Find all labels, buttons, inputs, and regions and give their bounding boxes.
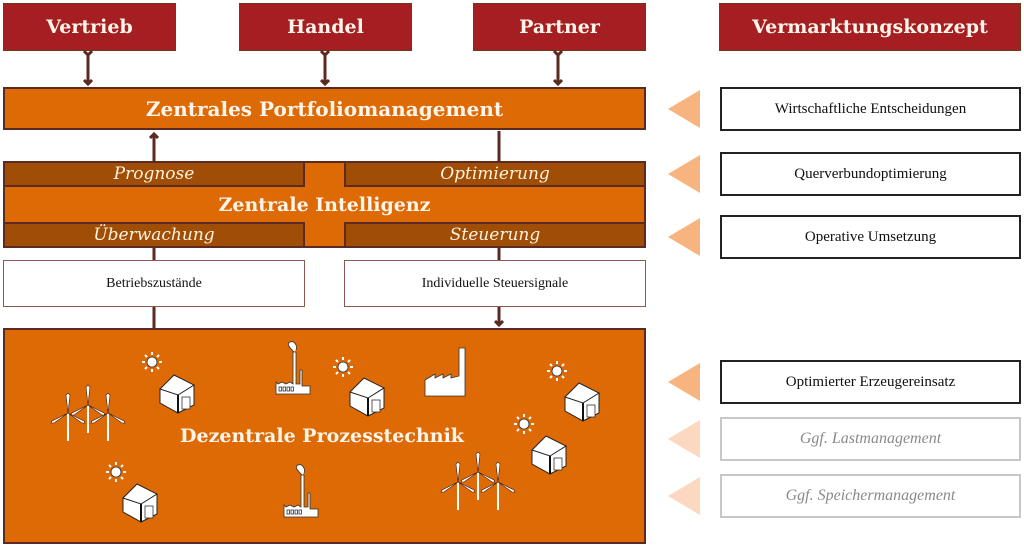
concept-item: Optimierter Erzeugereinsatz: [720, 360, 1021, 404]
concept-item-label: Wirtschaftliche Entscheidungen: [774, 100, 967, 117]
optimierung-bar: Optimierung: [344, 161, 646, 187]
steuersignale-label: Individuelle Steuersignale: [421, 275, 569, 291]
concept-item-label: Ggf. Speichermanagement: [785, 487, 956, 504]
ueberwachung-bar: Überwachung: [3, 222, 305, 248]
arrow-triangle-icon: [668, 90, 700, 128]
betriebszustaende-box: Betriebszustände: [3, 260, 305, 307]
betriebszustaende-label: Betriebszustände: [106, 275, 202, 291]
arrow-triangle-icon: [668, 363, 700, 401]
arrow-triangle-faded-icon: [668, 477, 700, 515]
concept-item-optional: Ggf. Speichermanagement: [720, 474, 1021, 518]
ueberwachung-label: Überwachung: [93, 225, 215, 245]
concept-item: Wirtschaftliche Entscheidungen: [720, 87, 1021, 131]
steuersignale-box: Individuelle Steuersignale: [344, 260, 646, 307]
concept-item-optional: Ggf. Lastmanagement: [720, 417, 1021, 461]
concept-item-label: Operative Umsetzung: [804, 228, 937, 245]
arrow-triangle-icon: [668, 155, 700, 193]
portfolio-bar: Zentrales Portfoliomanagement: [3, 87, 646, 130]
process-title: Dezentrale Prozesstechnik: [180, 425, 464, 447]
vertrieb-label: Vertrieb: [46, 16, 133, 38]
vermarktungskonzept-label: Vermarktungskonzept: [752, 16, 988, 38]
concept-item: Operative Umsetzung: [720, 215, 1021, 259]
concept-item-label: Ggf. Lastmanagement: [799, 430, 942, 447]
partner-box: Partner: [473, 3, 646, 51]
optimierung-label: Optimierung: [440, 164, 550, 184]
portfolio-title: Zentrales Portfoliomanagement: [145, 96, 504, 121]
handel-label: Handel: [287, 16, 364, 38]
vertrieb-box: Vertrieb: [3, 3, 176, 51]
intelligence-title: Zentrale Intelligenz: [218, 193, 431, 216]
arrow-triangle-icon: [668, 218, 700, 256]
prognose-label: Prognose: [113, 164, 195, 184]
steuerung-bar: Steuerung: [344, 222, 646, 248]
concept-item-label: Optimierter Erzeugereinsatz: [785, 373, 956, 390]
concept-item: Querverbundoptimierung: [720, 152, 1021, 196]
partner-label: Partner: [519, 16, 600, 38]
concept-item-label: Querverbundoptimierung: [794, 165, 947, 182]
arrow-triangle-faded-icon: [668, 420, 700, 458]
prognose-bar: Prognose: [3, 161, 305, 187]
vermarktungskonzept-box: Vermarktungskonzept: [719, 3, 1021, 51]
steuerung-label: Steuerung: [449, 225, 541, 245]
